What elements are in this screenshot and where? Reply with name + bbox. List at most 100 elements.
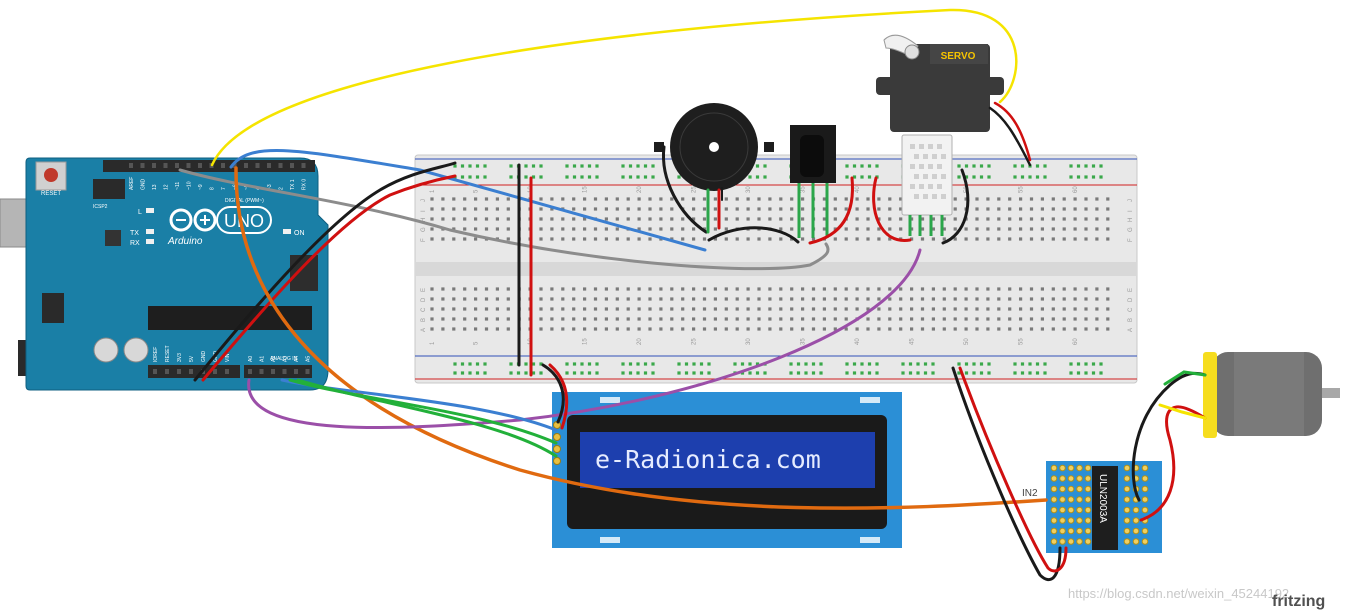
breadboard-hole xyxy=(986,317,990,321)
breadboard-hole xyxy=(593,197,598,201)
breadboard-hole xyxy=(615,217,619,221)
rail-hole xyxy=(1084,175,1088,179)
rail-hole xyxy=(1084,362,1088,366)
breadboard-hole xyxy=(877,327,881,331)
rail-hole xyxy=(740,362,745,366)
analog-pin-label: A3 xyxy=(283,356,289,362)
breadboard-hole xyxy=(1062,197,1066,201)
header-pin xyxy=(225,369,229,374)
rail-hole xyxy=(651,371,655,375)
breadboard-hole xyxy=(1019,197,1023,201)
breadboard-hole xyxy=(724,317,728,321)
breadboard-hole xyxy=(539,327,543,331)
wire-yellow xyxy=(210,8,1018,167)
breadboard-hole xyxy=(1073,217,1077,221)
breadboard-hole xyxy=(735,287,739,291)
wire-buzzer-black xyxy=(661,145,708,234)
breadboard-hole xyxy=(1040,207,1044,211)
led-label-tx: TX xyxy=(130,230,139,237)
breadboard-hole xyxy=(811,317,816,321)
breadboard-hole xyxy=(561,217,565,221)
wire-red-driver xyxy=(958,366,1068,573)
column-number: 15 xyxy=(583,186,589,193)
breadboard-hole xyxy=(920,287,925,291)
breadboard-hole xyxy=(561,297,565,301)
breadboard-hole xyxy=(1062,327,1066,331)
power-pin-label: GND xyxy=(201,351,207,363)
breadboard-hole xyxy=(474,307,478,311)
power-pin-label: 3V3 xyxy=(177,353,183,362)
breadboard-hole xyxy=(670,317,674,321)
breadboard-hole xyxy=(474,197,478,201)
breadboard-hole xyxy=(463,317,467,321)
breadboard-hole xyxy=(670,207,674,211)
led-rx xyxy=(146,239,154,244)
breadboard-hole xyxy=(550,287,554,291)
rail-hole xyxy=(755,371,760,375)
rail-hole xyxy=(628,362,633,366)
breadboard-hole xyxy=(430,287,434,291)
rail-hole xyxy=(1043,175,1047,179)
analog-header-label: ANALOG IN xyxy=(270,356,298,362)
dht-vent xyxy=(937,164,942,169)
driver-hole xyxy=(1059,538,1066,545)
breadboard-hole xyxy=(463,297,467,301)
breadboard-hole xyxy=(495,297,499,301)
driver-hole xyxy=(1076,517,1083,524)
driver-hole xyxy=(1123,538,1131,545)
servo-motor: SERVO xyxy=(876,34,1004,132)
breadboard-hole xyxy=(735,317,739,321)
breadboard-hole xyxy=(833,297,837,301)
breadboard-hole xyxy=(495,217,499,221)
breadboard-hole xyxy=(1051,197,1055,201)
column-number: 60 xyxy=(1073,186,1079,193)
digital-pin-label: TX 1 xyxy=(290,179,296,190)
rail-hole xyxy=(852,164,857,168)
driver-hole xyxy=(1084,527,1092,535)
breadboard-hole xyxy=(463,307,467,311)
digital-header-label: DIGITAL (PWM~) xyxy=(225,198,264,204)
breadboard-hole xyxy=(953,307,957,311)
breadboard-hole xyxy=(801,217,805,221)
breadboard-hole xyxy=(833,317,837,321)
digital-pin-label: 12 xyxy=(164,184,170,190)
column-number: 40 xyxy=(855,186,861,193)
breadboard-hole xyxy=(735,307,739,311)
breadboard-hole xyxy=(681,327,685,331)
breadboard-hole xyxy=(637,327,641,331)
breadboard-hole xyxy=(724,307,728,311)
breadboard-hole xyxy=(430,307,434,311)
breadboard-hole xyxy=(757,307,761,311)
breadboard-hole xyxy=(724,287,728,291)
rail-hole xyxy=(1069,362,1073,366)
breadboard-hole xyxy=(561,307,565,311)
breadboard-hole xyxy=(811,307,816,311)
breadboard-hole xyxy=(648,217,652,221)
rail-hole xyxy=(1013,362,1017,366)
dht-vent xyxy=(932,174,937,179)
lcd-screen xyxy=(580,432,875,488)
rail-hole xyxy=(643,371,648,375)
breadboard-hole xyxy=(1106,307,1110,311)
rail-hole xyxy=(539,164,543,168)
breadboard-hole xyxy=(811,297,816,301)
driver-hole xyxy=(1084,538,1092,545)
digital-pin-label: RX 0 xyxy=(302,179,308,190)
rail-hole xyxy=(539,362,543,366)
breadboard-hole xyxy=(702,207,707,211)
breadboard-hole xyxy=(801,317,805,321)
breadboard-hole xyxy=(811,287,816,291)
rail-hole xyxy=(845,175,849,179)
breadboard-hole xyxy=(539,237,543,241)
breadboard-hole xyxy=(463,237,467,241)
rail-hole xyxy=(972,175,976,179)
breadboard-hole xyxy=(583,327,587,331)
breadboard-hole xyxy=(1084,237,1088,241)
breadboard-hole xyxy=(1095,197,1099,201)
breadboard-hole xyxy=(833,237,837,241)
breadboard-hole xyxy=(844,207,848,211)
rail-hole xyxy=(587,164,592,168)
breadboard-hole xyxy=(877,287,881,291)
breadboard-hole xyxy=(844,287,848,291)
header-pin xyxy=(244,163,248,168)
